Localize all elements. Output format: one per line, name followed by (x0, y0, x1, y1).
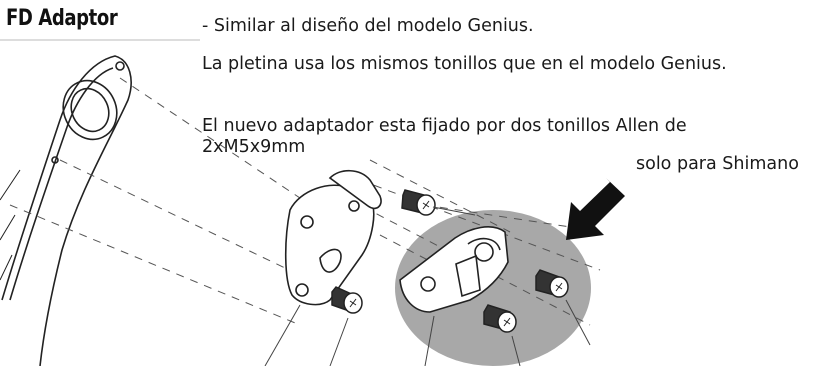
frame-fragment (0, 55, 132, 366)
note-new-adapter: El nuevo adaptador esta fijado por dos t… (202, 116, 687, 157)
note-similar-design: - Similar al diseño del modelo Genius. (202, 16, 534, 36)
fd-hanger-plate (284, 169, 382, 306)
screw-top (401, 189, 436, 216)
leader-arrows (264, 206, 591, 366)
fd-adapter-bracket (399, 226, 509, 313)
alignment-lines (9, 77, 601, 326)
note-same-screws: La pletina usa los mismos tonillos que e… (202, 54, 727, 74)
shimano-only-label: solo para Shimano (636, 154, 799, 174)
screw-bottom (483, 304, 517, 333)
callout-arrow-icon (566, 178, 625, 240)
screw-lower-left (331, 286, 363, 314)
screw-right (535, 269, 569, 298)
page-title: FD Adaptor (6, 6, 118, 31)
